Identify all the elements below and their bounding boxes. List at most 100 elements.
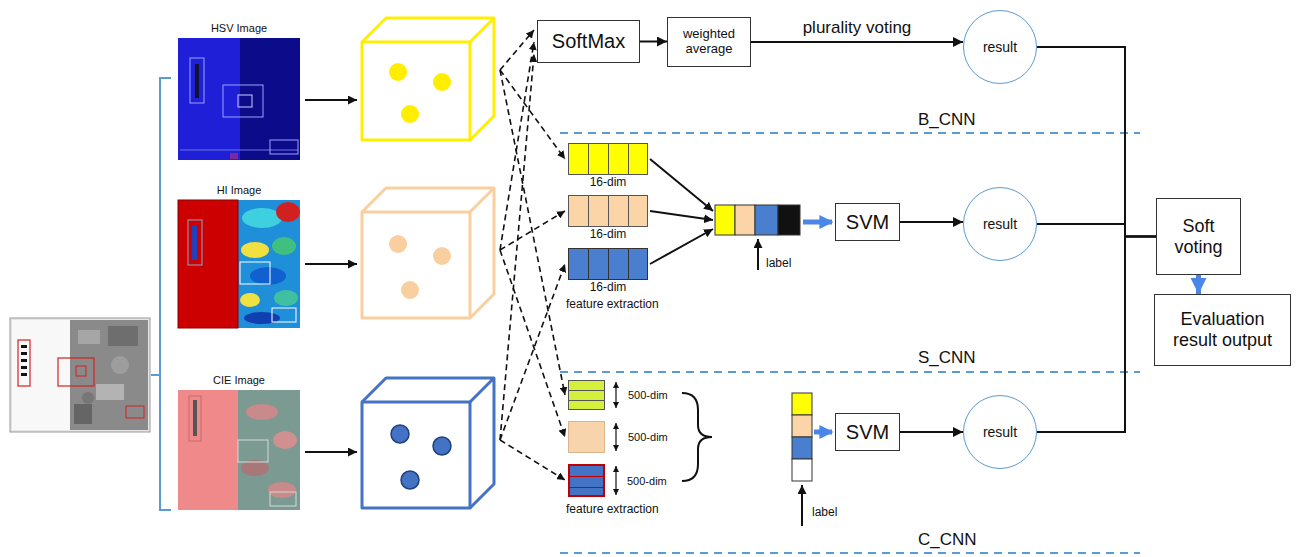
cnn-cube (362, 18, 494, 508)
fused-vector (792, 437, 812, 459)
feature-arrow (500, 70, 565, 159)
input-picture (21, 345, 27, 348)
label-arrow (758, 239, 759, 270)
input-picture (96, 384, 124, 400)
hi-picture (272, 308, 296, 322)
cie-picture (178, 390, 300, 510)
hi-picture (250, 267, 286, 285)
split-bracket (151, 78, 171, 510)
cie-picture (178, 390, 300, 510)
feature-arrow (500, 264, 565, 440)
cnn-cube (401, 281, 419, 299)
fused-vector (715, 205, 800, 235)
node-text: Soft voting (1163, 216, 1234, 257)
concat-arrow (650, 159, 713, 211)
feature-arrow (500, 250, 565, 437)
input-arrow (305, 100, 357, 452)
label-arrow (801, 485, 803, 526)
cie-picture (189, 396, 201, 441)
feature-arrow (500, 54, 534, 440)
cie-picture (273, 431, 297, 449)
input-arrow (305, 263, 357, 265)
block-arrow (803, 222, 832, 223)
hi-picture (192, 226, 197, 260)
connector (1037, 237, 1156, 433)
input-picture (21, 373, 27, 376)
cnn-cube (389, 235, 407, 253)
classifier-box: SVM (835, 413, 900, 451)
label-arrow (757, 239, 759, 270)
input-picture (21, 359, 27, 362)
connector (1196, 275, 1201, 294)
hsv-picture (240, 38, 300, 160)
input-picture (18, 340, 30, 386)
feature-arrow (500, 30, 534, 70)
dimension-arrow (615, 423, 616, 451)
input-picture (78, 330, 100, 344)
hi-picture (240, 262, 270, 284)
hsv-picture (270, 140, 298, 154)
section-divider (560, 132, 1140, 134)
process-box: weighted average (667, 17, 751, 67)
hi-picture (276, 202, 300, 222)
dimension-label: 16-dim (590, 228, 627, 242)
concat-arrow (650, 211, 713, 220)
hi-picture (178, 200, 300, 328)
hi-picture (188, 220, 202, 265)
node-text: result (983, 424, 1017, 440)
dimension-label: 500-dim (628, 389, 668, 402)
cnn-cube (401, 471, 419, 489)
hi-picture (178, 200, 238, 328)
cnn-cube (433, 247, 451, 265)
connector (751, 41, 963, 43)
feature-arrow (500, 70, 565, 395)
section-name: S_CNN (918, 348, 976, 368)
feature-vector: 16-dim (568, 143, 648, 175)
feature-vector: 16-dim (568, 195, 648, 227)
cnn-cube (389, 63, 451, 123)
connector (900, 221, 963, 223)
dimension-label: 500-dim (627, 474, 667, 487)
block-arrow (814, 432, 832, 433)
section-name: C_CNN (918, 530, 977, 550)
hi-picture (274, 290, 298, 306)
feature-arrow (500, 440, 565, 480)
result-circle: result (963, 395, 1037, 469)
block-arrow (803, 220, 832, 225)
classifier-box: SVM (835, 203, 900, 241)
node-text: result (983, 216, 1017, 232)
cie-picture (268, 482, 296, 498)
feature-arrow (500, 30, 565, 480)
hi-picture (242, 208, 282, 228)
concat-arrow (650, 159, 713, 264)
merge-brace (682, 393, 712, 481)
feature-vector: 16-dim (568, 248, 648, 280)
fused-vector (755, 205, 778, 235)
input-label: label (812, 506, 837, 520)
image-panel: CIE Image (178, 390, 300, 510)
cie-picture (193, 400, 197, 436)
split-bracket (151, 78, 171, 510)
cnn-cube (391, 425, 409, 443)
input-picture (70, 320, 148, 430)
cnn-cube (389, 235, 451, 299)
hi-picture (241, 242, 269, 258)
input-picture (126, 406, 144, 418)
input-picture (82, 392, 94, 404)
dimension-label: 16-dim (590, 281, 627, 295)
cnn-cube (362, 378, 494, 508)
input-picture (74, 404, 92, 424)
cnn-cube (362, 378, 494, 508)
cnn-cube (362, 212, 470, 318)
fused-vector (792, 393, 812, 415)
dimension-label: 500-dim (628, 431, 668, 444)
hsv-picture (238, 95, 252, 107)
input-picture (12, 320, 70, 430)
result-circle: result (963, 10, 1037, 84)
hsv-picture (178, 38, 300, 160)
hi-picture (272, 237, 296, 255)
feature-vector: 500-dim (568, 464, 605, 497)
input-arrow (305, 451, 357, 453)
